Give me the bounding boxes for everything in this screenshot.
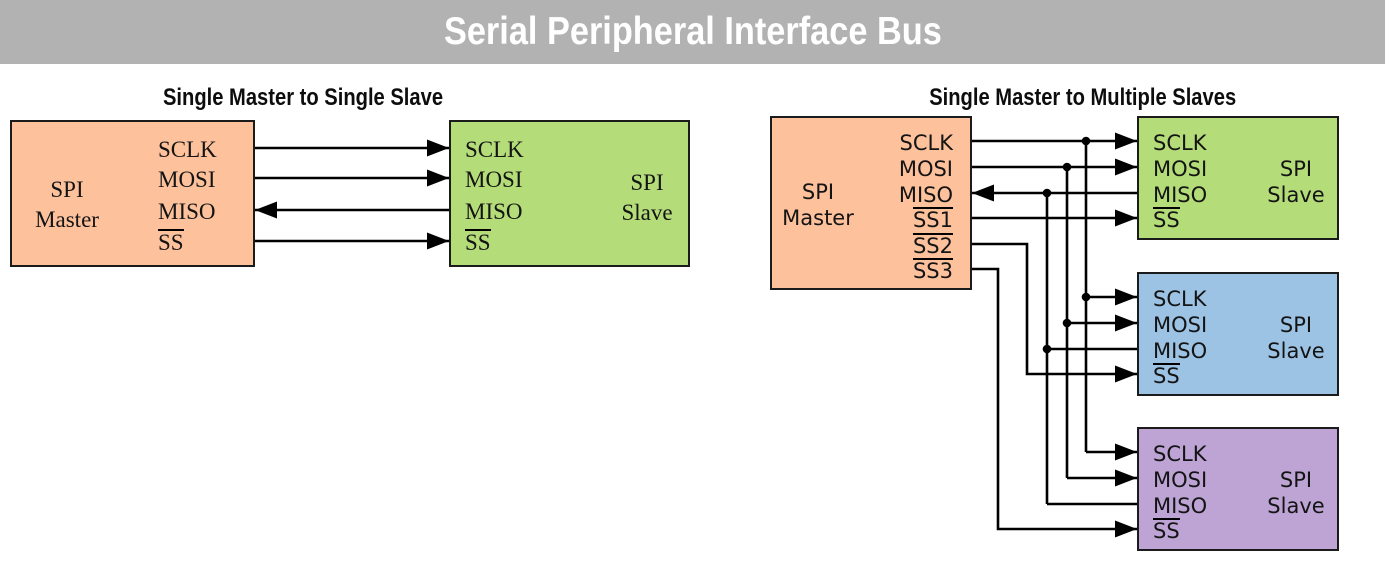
- right-slave1-box: SPI Slave SCLK MOSI MISO SS: [1137, 116, 1339, 240]
- right-slave2-box: SPI Slave SCLK MOSI MISO SS: [1137, 272, 1339, 396]
- right-slave2-signal-sclk: SCLK: [1153, 287, 1207, 311]
- right-slave1-signal-miso: MISO: [1153, 183, 1208, 207]
- left-master-signal-mosi: MOSI: [158, 167, 216, 192]
- right-slave3-signal-miso: MISO: [1153, 494, 1208, 518]
- right-master-signal-miso: MISO: [898, 183, 953, 207]
- right-slave3-label: SPI Slave: [1267, 468, 1325, 518]
- page-title: Serial Peripheral Interface Bus: [443, 10, 942, 53]
- right-slave3-signal-sclk: SCLK: [1153, 442, 1207, 466]
- right-master-signal-sclk: SCLK: [899, 131, 953, 155]
- wire-junction-dots: [1042, 136, 1091, 354]
- left-master-signal-ss: SS: [158, 229, 184, 255]
- right-slave2-signal-ss: SS: [1153, 363, 1180, 388]
- right-slave2-label: SPI Slave: [1267, 313, 1325, 363]
- left-slave-label: SPI Slave: [621, 170, 673, 225]
- right-slave2-signal-mosi: MOSI: [1153, 313, 1208, 337]
- right-slave1-label: SPI Slave: [1267, 157, 1325, 207]
- right-master-signal-mosi: MOSI: [898, 157, 953, 181]
- right-slave3-signal-ss: SS: [1153, 518, 1180, 543]
- left-slave-signal-sclk: SCLK: [465, 137, 524, 162]
- left-master-label: SPI Master: [35, 177, 99, 232]
- right-slave3-signal-mosi: MOSI: [1153, 468, 1208, 492]
- left-master-signal-sclk: SCLK: [158, 137, 217, 162]
- right-master-label: SPI Master: [782, 180, 854, 230]
- right-master-signal-ss1: SS1: [912, 207, 953, 232]
- left-diagram-wires: [255, 139, 449, 250]
- right-diagram-wires: [972, 132, 1137, 538]
- left-slave-box: SPI Slave SCLK MOSI MISO SS: [449, 120, 690, 267]
- wire-ss2: [972, 242, 1137, 383]
- left-diagram-heading: Single Master to Single Slave: [162, 84, 444, 111]
- right-master-signal-ss3: SS3: [912, 258, 953, 283]
- right-master-box: SPI Master SCLK MOSI MISO SS1 SS2 SS3: [770, 116, 972, 290]
- left-slave-signal-ss: SS: [465, 229, 491, 255]
- right-master-signal-ss2: SS2: [912, 233, 953, 258]
- title-bar: Serial Peripheral Interface Bus: [0, 0, 1385, 64]
- right-slave1-signal-mosi: MOSI: [1153, 157, 1208, 181]
- right-slave3-box: SPI Slave SCLK MOSI MISO SS: [1137, 427, 1339, 551]
- right-slave1-signal-sclk: SCLK: [1153, 131, 1207, 155]
- left-slave-signal-mosi: MOSI: [465, 167, 523, 192]
- left-master-signal-miso: MISO: [158, 199, 216, 224]
- left-master-box: SPI Master SCLK MOSI MISO SS: [10, 120, 255, 267]
- left-slave-signal-miso: MISO: [465, 199, 523, 224]
- right-slave2-signal-miso: MISO: [1153, 339, 1208, 363]
- wire-ss3: [972, 267, 1137, 538]
- right-diagram-heading: Single Master to Multiple Slaves: [929, 84, 1237, 111]
- right-slave1-signal-ss: SS: [1153, 207, 1180, 232]
